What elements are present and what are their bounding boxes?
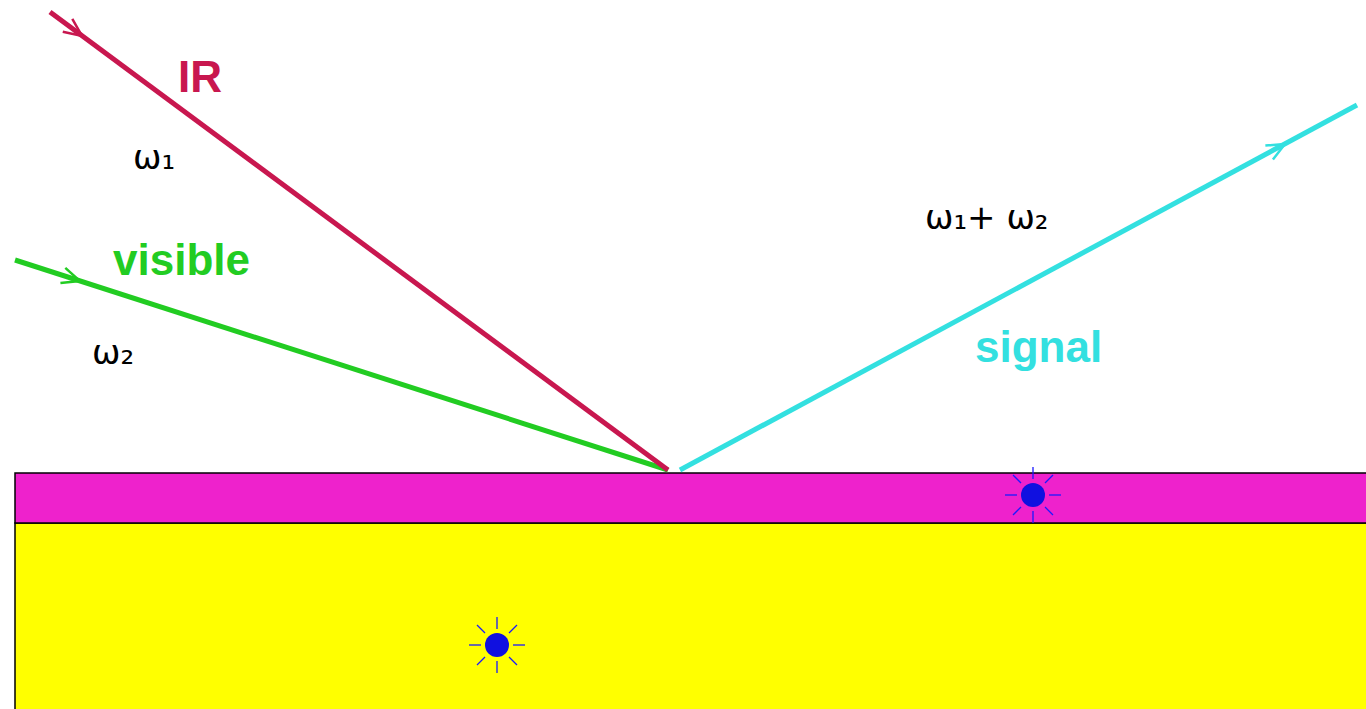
frequency-label: ω₂ [92,335,134,369]
frequency-label: ω₁ [133,140,175,174]
signal-beam [680,105,1357,470]
visible-beam [15,260,668,470]
ir-beam [50,12,668,470]
ir-arrowhead [63,19,87,43]
surface-layer [15,473,1366,523]
emitter-symbol [469,617,525,673]
emitter-symbol [1005,467,1061,523]
beam-name: IR [178,55,222,99]
signal-arrowhead [1265,137,1288,160]
beam-name: visible [113,238,250,282]
frequency-label: ω₁+ ω₂ [925,200,1049,234]
beam-name: signal [975,325,1102,369]
substrate-band [15,523,1366,709]
visible-arrowhead [60,268,82,289]
